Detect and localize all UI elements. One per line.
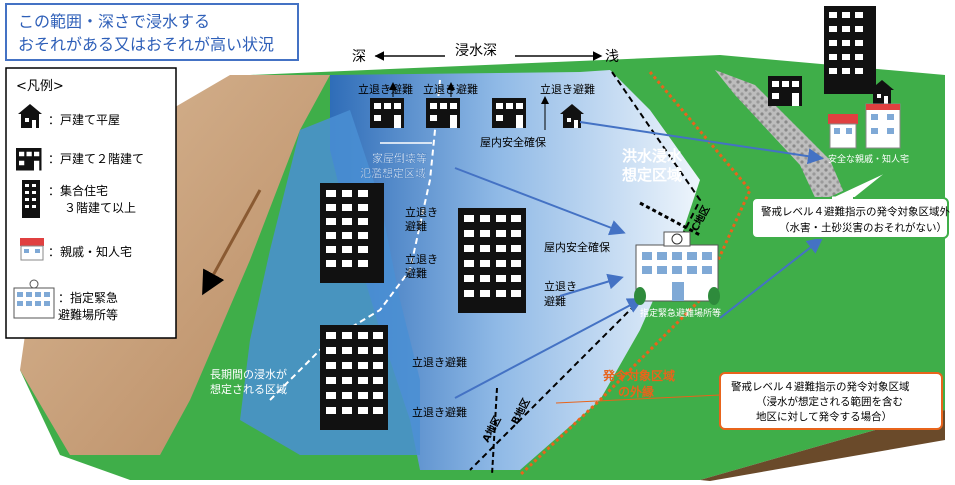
evac-arrow-to-shelter-1 [454, 167, 626, 236]
depth-label-bg [445, 41, 515, 59]
depth-shallow-label: 浅 [605, 49, 619, 65]
long-flood-label-2: 想定される区域 [210, 382, 287, 396]
shelter-building [634, 231, 720, 305]
orange-callout-line1: 警戒レベル４避難指示の発令対象区域 [731, 380, 910, 393]
legend-item-two-story: ：戸建て２階建て [48, 151, 144, 166]
apt1-evac-bot-2: 避難 [405, 266, 427, 280]
orange-callout [719, 372, 943, 430]
apt1-evac-top-1: 立退き [405, 205, 438, 219]
label-flood-zone-2: 想定区域 [621, 166, 682, 184]
apt2-evac-2: 避難 [544, 294, 566, 308]
tall-building [824, 6, 876, 94]
legend-title: <凡例> [16, 79, 64, 94]
district-divider-ab [491, 387, 498, 476]
legend-item-relative: ：親戚・知人宅 [48, 244, 132, 259]
evac-arrow-to-shelter-3 [454, 298, 644, 399]
apt3-evac-top: 立退き避難 [412, 355, 467, 369]
depth-scale-label: 浸水深 [455, 43, 497, 59]
green-callout-line1: 警戒レベル４避難指示の発令対象区域外 [761, 205, 950, 218]
apartment-building-2 [458, 208, 526, 313]
label-collapse-1: 家屋倒壊等 [372, 151, 427, 165]
shelter-label: 指定緊急避難場所等 [640, 307, 721, 319]
relative-house-2 [865, 103, 901, 149]
house-two-story-2 [426, 98, 460, 128]
evacuation-shelter-icon [13, 279, 55, 319]
relative-house-icon [20, 238, 44, 261]
relative-house-1 [828, 114, 858, 149]
apartment-building-1 [320, 183, 384, 283]
label-evac-3: 立退き避難 [540, 82, 595, 96]
safe-relatives-label: 安全な親戚・知人宅 [828, 153, 909, 165]
house-two-story-3 [492, 98, 526, 128]
label-evac-1: 立退き避難 [358, 82, 413, 96]
embankment [715, 70, 860, 230]
orange-callout-pointer [555, 394, 721, 404]
legend-item-apartment-2: ３階建て以上 [64, 200, 136, 215]
evac-arrow-to-relatives-2 [719, 237, 824, 319]
green-callout-line2: （水害・土砂災害のおそれがない） [779, 221, 947, 234]
legend-item-shelter-2: 避難場所等 [58, 307, 118, 322]
label-flood-zone-1: 洪水浸水 [622, 147, 683, 165]
apartment-building-3 [320, 325, 388, 430]
outer-line-label-1: 発令対象区域 [602, 368, 675, 383]
title-box [5, 3, 299, 61]
outer-line-label-2: の外縁 [618, 384, 654, 399]
label-indoor-safety-top: 屋内安全確保 [480, 135, 546, 149]
legend-item-shelter-1: ：指定緊急 [58, 290, 118, 305]
river-flow-arrow [202, 189, 262, 296]
apt3-evac-bot: 立退き避難 [412, 405, 467, 419]
apartment-icon [22, 180, 40, 218]
house-right-1 [768, 76, 802, 106]
orange-callout-line2: （浸水が想定される範囲を含む [756, 395, 903, 408]
two-story-house-icon [16, 148, 42, 171]
apt1-evac-top-2: 避難 [405, 219, 427, 233]
apt2-indoor: 屋内安全確保 [544, 240, 610, 254]
title-line2: おそれがある又はおそれが高い状況 [18, 35, 274, 54]
orange-callout-line3: 地区に対して発令する場合） [756, 410, 892, 423]
district-divider-c [639, 201, 701, 237]
depth-deep-label: 深 [352, 49, 366, 65]
legend-item-single-story: ：戸建て平屋 [48, 113, 120, 127]
title-line1: この範囲・深さで浸水する [18, 12, 210, 31]
legend-item-apartment-1: ：集合住宅 [48, 183, 108, 198]
long-flood-label-1: 長期間の浸水が [210, 367, 287, 381]
outer-boundary-line [518, 71, 752, 477]
apt1-evac-bot-1: 立退き [405, 252, 438, 266]
label-collapse-2: 氾濫想定区域 [360, 166, 426, 180]
house-two-story-1 [370, 98, 404, 128]
apt2-evac-1: 立退き [544, 279, 577, 293]
evac-arrow-to-relatives-1 [579, 121, 824, 165]
evac-arrow-to-shelter-2 [559, 273, 624, 297]
